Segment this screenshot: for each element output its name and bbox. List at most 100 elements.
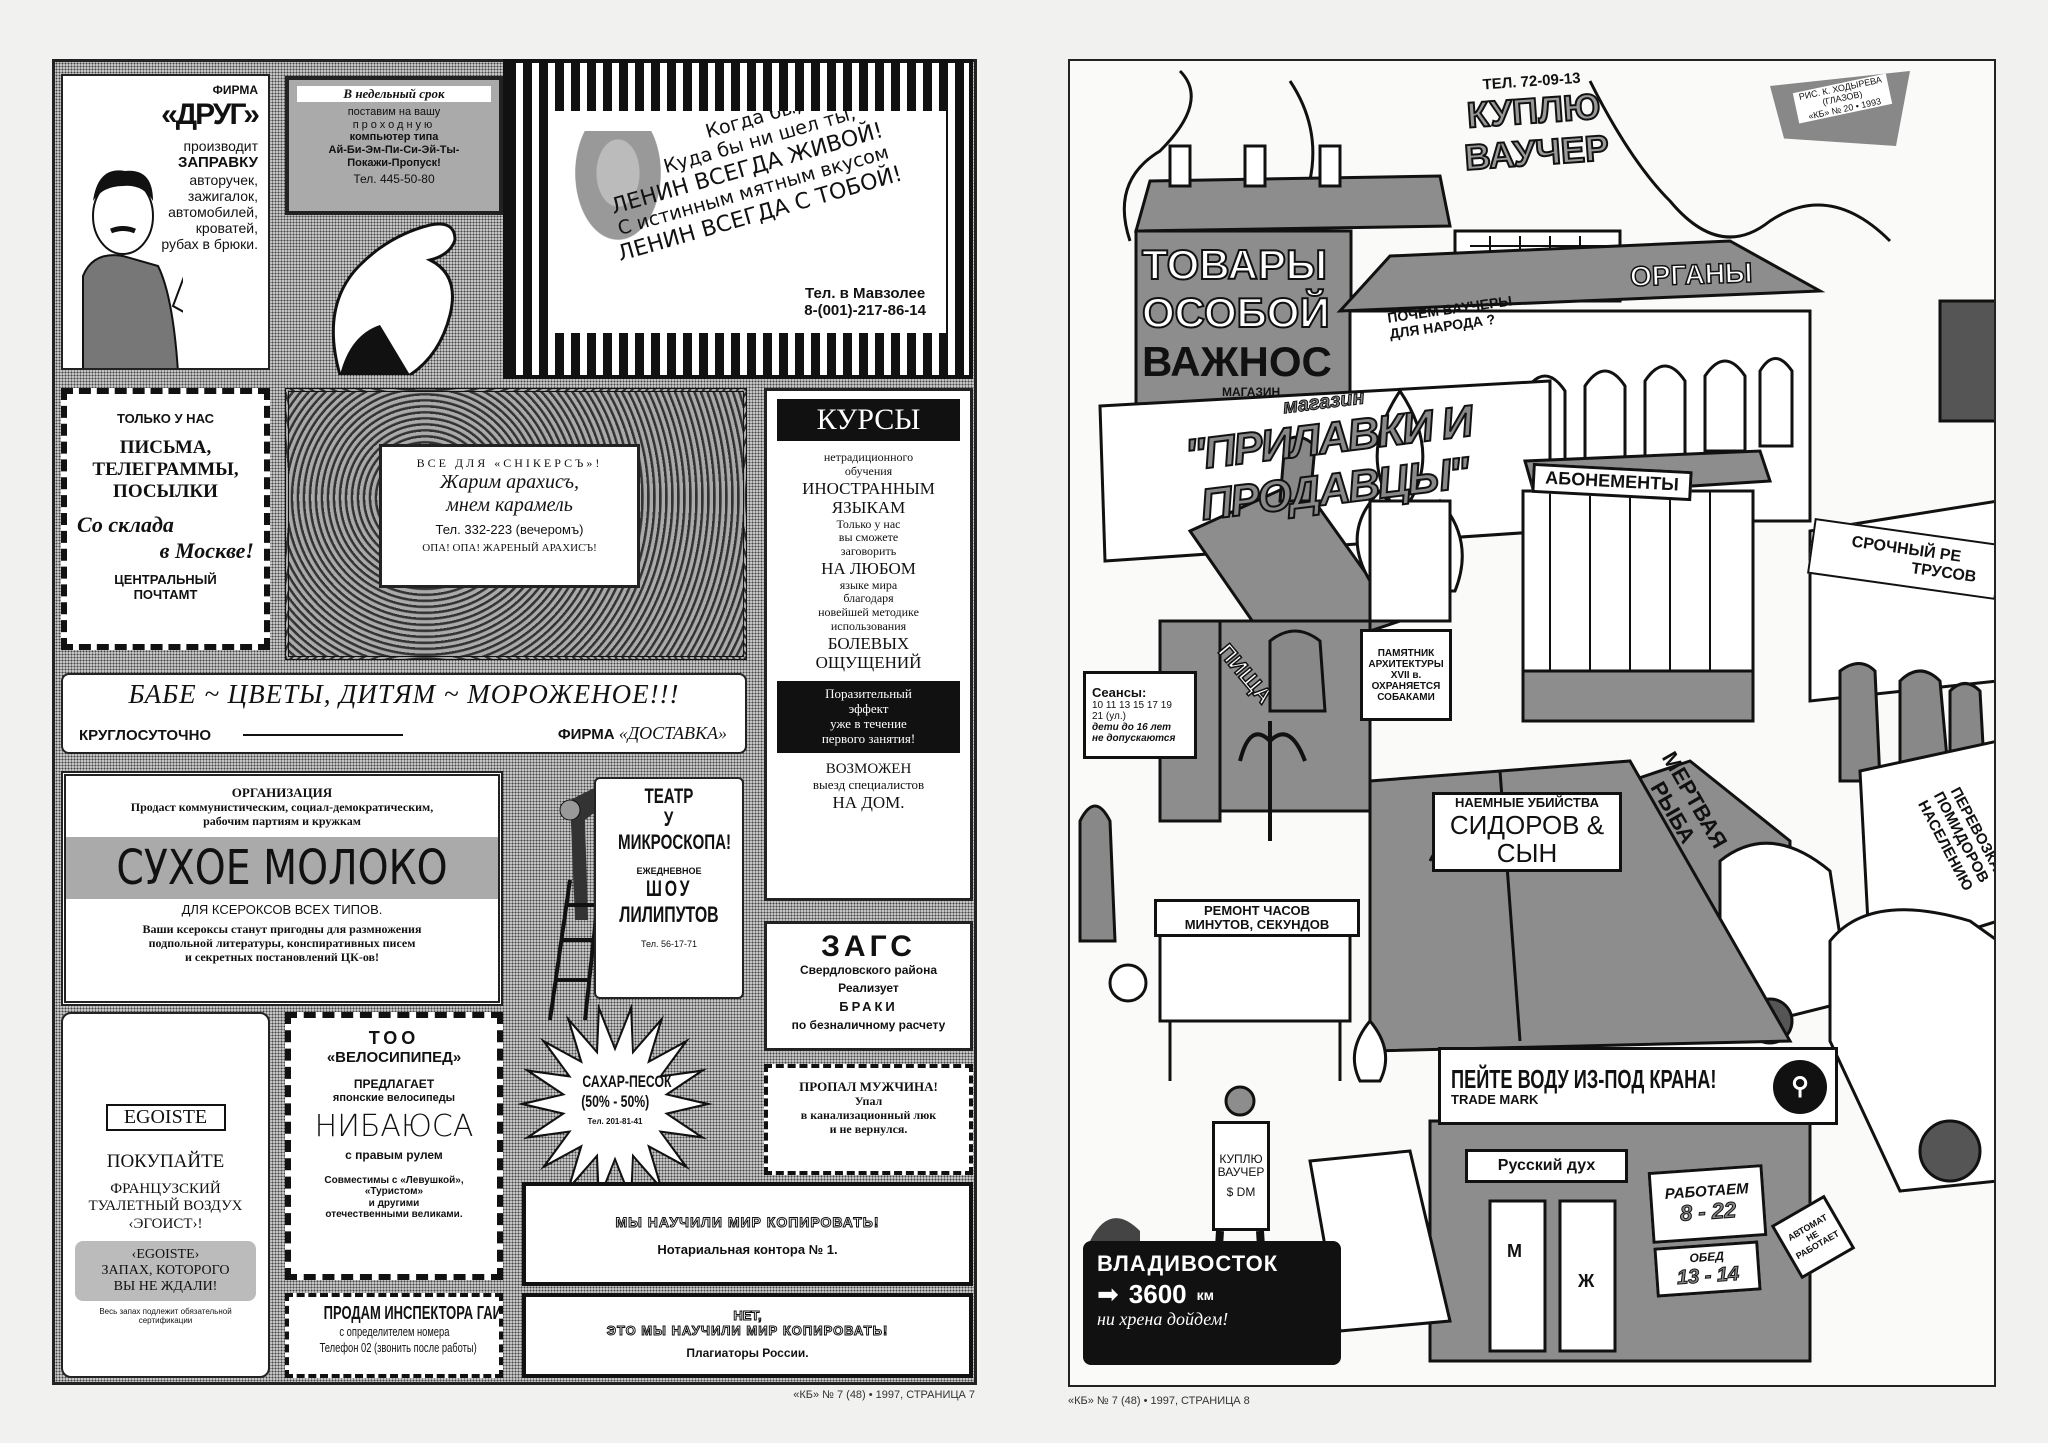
ad-theatre: ТЕАТР У МИКРОСКОПА! ЕЖЕДНЕВНОЕ ШОУ ЛИЛИП…	[594, 777, 744, 999]
man-on-ladder-illustration	[548, 785, 610, 1021]
title: ТЕАТР	[644, 785, 694, 808]
line: НЕТ,	[733, 1308, 762, 1324]
place: ПОЧТАМТ	[133, 587, 198, 602]
ad-traffic-inspector: ПРОДАМ ИНСПЕКТОРА ГАИ с определителем но…	[285, 1293, 503, 1378]
line: с определителем номера	[338, 1324, 449, 1339]
compat: «Туристом»	[364, 1186, 424, 1198]
line: СОБАКАМИ	[1377, 691, 1435, 703]
note: сертификации	[138, 1316, 193, 1326]
tap-icon: ⚲	[1773, 1060, 1827, 1114]
slogan: ни хрена	[1097, 1309, 1163, 1329]
title: ВСЕ ДЛЯ «СНIКЕРСЪ»!	[416, 456, 603, 470]
line: САХАР-ПЕСОК	[582, 1072, 672, 1091]
line: ОСОБОЙ	[1141, 288, 1331, 337]
logo: EGOISTE	[105, 1104, 226, 1131]
courses-line: ОЩУЩЕНИЙ	[815, 653, 922, 673]
brand: ‹EGOISTE›	[131, 1246, 200, 1262]
hours: КРУГЛОСУТОЧНО	[79, 727, 212, 744]
footer: ОПА! ОПА! ЖАРЕНЫЙ АРАХИСЪ!	[422, 541, 597, 554]
line: Ай-Би-Эм-Пи-Си-Эй-Ты-	[328, 143, 460, 156]
courses-line: использования	[830, 619, 907, 634]
compat: отечественными великами.	[325, 1209, 463, 1221]
ad-dry-milk: ОРГАНИЗАЦИЯ Продаст коммунистическим, со…	[61, 771, 503, 1006]
courses-line: языке мира	[839, 577, 898, 592]
show: ЛИЛИПУТОВ	[619, 901, 719, 927]
ad-sugar: САХАР-ПЕСОК (50% - 50%) Тел. 201-81-41	[565, 1072, 671, 1126]
promo: эффект	[848, 700, 889, 716]
name: СИДОРОВ & СЫН	[1449, 809, 1605, 869]
line: Ваши ксероксы станут пригодны для размно…	[142, 922, 422, 937]
lenin-portrait	[568, 131, 668, 251]
item: зажигалок,	[187, 187, 258, 204]
line: Продаст коммунистическим, социал-демокра…	[130, 799, 434, 814]
desc: ‹ЭГОИСТ›!	[128, 1215, 203, 1232]
item: кроватей,	[195, 219, 258, 236]
ad-zags: ЗАГС Свердловского района Реализует БРАК…	[764, 921, 973, 1051]
title: КУРСЫ	[777, 399, 960, 441]
ad-bicycle: ТОО «ВЕЛОСИПИПЕД» ПРЕДЛАГАЕТ японские ве…	[285, 1012, 503, 1280]
promo: Поразительный	[825, 685, 912, 701]
line: МИНУТОВ, СЕКУНДОВ	[1184, 917, 1330, 932]
line: Сеансы:	[1092, 684, 1147, 700]
ad-snickers-text: ВСЕ ДЛЯ «СНIКЕРСЪ»! Жарим арахисъ, мнем …	[379, 444, 640, 588]
courses-line: благодаря	[843, 591, 894, 606]
title: ПРОПАЛ МУЖЧИНА!	[799, 1079, 938, 1094]
line: Телефон 02 (звонить после работы)	[319, 1339, 477, 1355]
ad-notary: МЫ НАУЧИЛИ МИР КОПИРОВАТЬ! Нотариальная …	[522, 1182, 973, 1286]
sugar-starburst	[517, 1004, 713, 1204]
item: ПИСЬМА,	[119, 436, 212, 458]
slogan: БАБЕ ~ ЦВЕТЫ, ДИТЯМ ~ МОРОЖЕНОЕ!!!	[128, 679, 680, 709]
line: дети до 16 лет	[1092, 722, 1172, 734]
voucher-building-sign: ТЕЛ. 72-09-13 КУПЛЮ ВАУЧЕР	[1449, 67, 1621, 179]
courses-line: НА ЛЮБОМ	[821, 559, 916, 579]
line: в канализационный люк	[800, 1107, 937, 1122]
tagline: ВЫ НЕ ЖДАЛИ!	[113, 1278, 218, 1294]
district: Свердловского района	[799, 963, 938, 977]
line: 10 11 13 15 17 19	[1092, 700, 1172, 712]
line: и не вернулся.	[829, 1121, 908, 1136]
product: БРАКИ	[839, 998, 898, 1014]
title: ЗАГС	[821, 930, 916, 963]
line: ОХРАНЯЕТСЯ	[1371, 680, 1441, 692]
line: ТОВАРЫ	[1141, 240, 1328, 289]
ad-delivery: БАБЕ ~ ЦВЕТЫ, ДИТЯМ ~ МОРОЖЕНОЕ!!! КРУГЛ…	[61, 673, 747, 754]
phone-label: Тел. в Мавзолее	[805, 284, 926, 302]
egoiste-emblem: EGOISTE	[81, 1024, 251, 1139]
line: мнем карамель	[446, 493, 573, 516]
time: 8 - 22	[1679, 1197, 1738, 1227]
ad-firm-drug: ФИРМА «ДРУГ» производит ЗАПРАВКУ авторуч…	[61, 74, 270, 370]
line: не допускаются	[1092, 733, 1176, 745]
text-service: ЗАПРАВКУ	[177, 154, 258, 172]
line: поставим на вашу	[347, 106, 441, 118]
title: МИКРОСКОПА!	[617, 831, 732, 855]
slogan: ПЕЙТЕ ВОДУ ИЗ-ПОД КРАНА!	[1451, 1063, 1717, 1094]
brand: НИБАЮСА	[314, 1109, 474, 1145]
special-goods-sign: ТОВАРЫ ОСОБОЙ ВАЖНОС МАГАЗИН	[1141, 240, 1352, 400]
line: КУПЛЮ	[1219, 1152, 1263, 1167]
phone: Тел. 445-50-80	[353, 172, 435, 187]
ad-lenin: Когда бы, Куда бы ни шел ты, ЛЕНИН ВСЕГД…	[548, 111, 946, 333]
top: НАЕМНЫЕ УБИЙСТВА	[1455, 795, 1599, 811]
sells: Реализует	[838, 980, 899, 995]
text: ТОЛЬКО У НАС	[116, 411, 215, 426]
daily: ЕЖЕДНЕВНОЕ	[636, 866, 702, 877]
courses-line: ИНОСТРАННЫМ	[802, 478, 935, 498]
firm: «ВЕЛОСИПИПЕД»	[326, 1048, 462, 1066]
bottom: НА ДОМ.	[832, 792, 905, 812]
slogan: МЫ НАУЧИЛИ МИР КОПИРОВАТЬ!	[615, 1214, 880, 1231]
courses-line: Только у нас	[836, 516, 901, 531]
arrow-right-icon: ➡	[1097, 1279, 1119, 1309]
offers: ПРЕДЛАГАЕТ	[353, 1076, 435, 1091]
line: ВАЖНОС	[1142, 337, 1332, 385]
firm: ТОО	[368, 1028, 420, 1048]
promo: первого занятия!	[821, 730, 916, 746]
for: ДЛЯ КСЕРОКСОВ ВСЕХ ТИПОВ.	[181, 901, 383, 917]
line: рабочим партиям и кружкам	[203, 813, 361, 828]
page-footer-right: «КБ» № 7 (48) • 1997, СТРАНИЦА 8	[1068, 1395, 1250, 1407]
line: Упал	[854, 1093, 883, 1108]
organs-sign: ОРГАНЫ	[1629, 256, 1754, 293]
firm-label: ФИРМА	[212, 83, 258, 97]
